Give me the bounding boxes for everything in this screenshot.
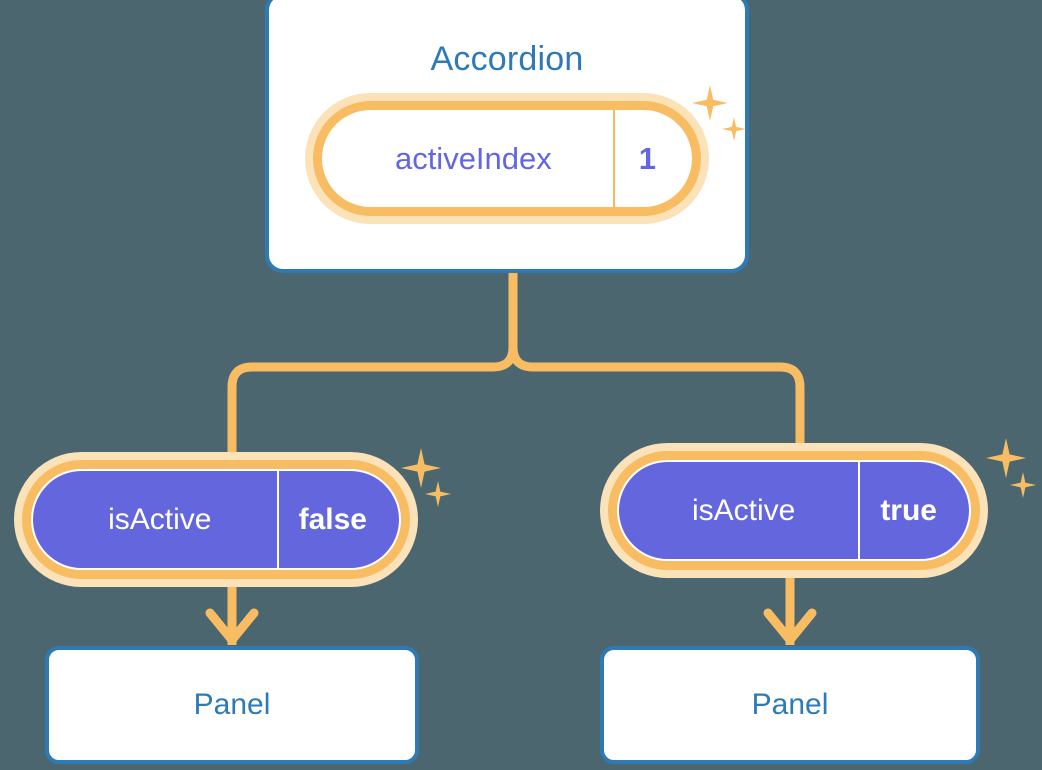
connector-root-to-children bbox=[227, 265, 518, 457]
connector-root-to-child-right bbox=[508, 342, 805, 448]
state-pill-active-index[interactable]: activeIndex 1 bbox=[305, 93, 709, 224]
pill-body: isActive true bbox=[617, 460, 971, 561]
panel-card-right[interactable]: Panel bbox=[600, 646, 980, 764]
pill-divider bbox=[276, 471, 279, 568]
arrowhead-right bbox=[763, 608, 817, 645]
panel-title: Panel bbox=[751, 688, 829, 721]
pill-body: activeIndex 1 bbox=[322, 110, 692, 207]
sparkle-icon-small bbox=[425, 481, 451, 507]
pill-body: isActive false bbox=[31, 469, 401, 570]
panel-card-left[interactable]: Panel bbox=[45, 646, 419, 764]
state-value-label: true bbox=[880, 493, 937, 527]
pill-divider bbox=[858, 462, 861, 559]
state-key-label: isActive bbox=[691, 493, 796, 527]
accordion-title: Accordion bbox=[430, 40, 584, 78]
state-key-label: activeIndex bbox=[394, 140, 552, 176]
state-pill-is-active-false[interactable]: isActive false bbox=[14, 452, 418, 587]
state-value-label: false bbox=[298, 502, 367, 536]
sparkle-icon-large bbox=[986, 438, 1026, 478]
sparkle-icon-small bbox=[1010, 472, 1036, 498]
panel-title: Panel bbox=[193, 688, 271, 721]
state-key-label: isActive bbox=[108, 502, 212, 536]
pill-divider bbox=[612, 110, 615, 207]
state-pill-is-active-true[interactable]: isActive true bbox=[600, 443, 988, 578]
state-value-label: 1 bbox=[638, 140, 656, 176]
arrowhead-left bbox=[205, 608, 259, 645]
